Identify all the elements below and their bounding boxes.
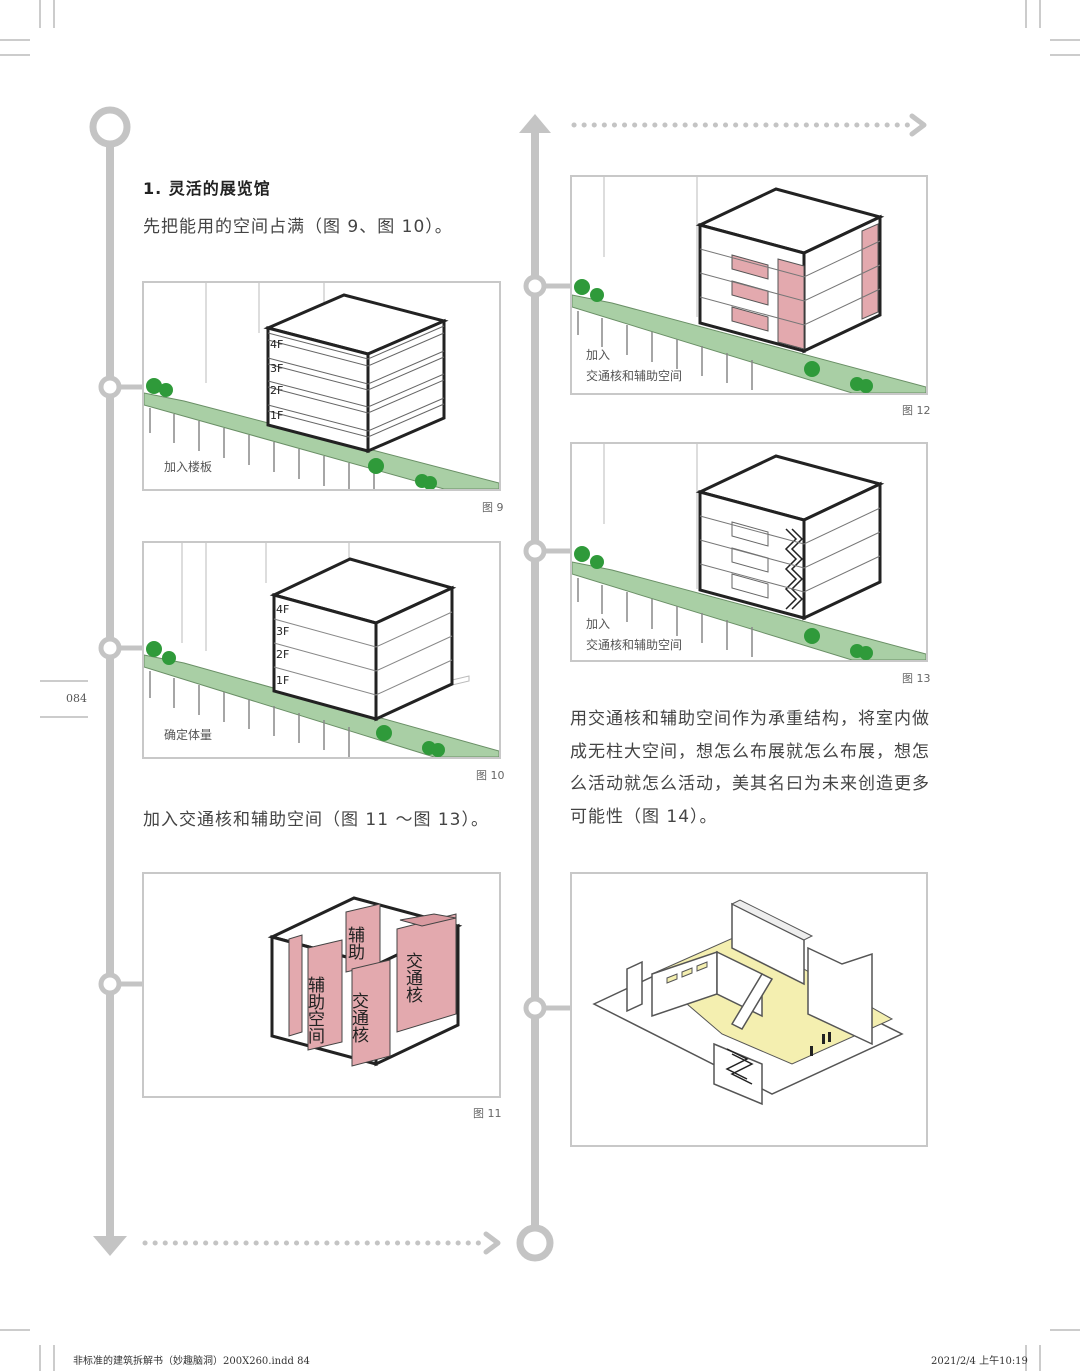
paragraph-line-1: 用交通核和辅助空间作为承重结构，将室内做 — [570, 709, 930, 729]
fig10-floor-4: 4F — [276, 603, 289, 616]
fig10-label: 确定体量 — [164, 727, 212, 742]
fig9-floor-3: 3F — [270, 362, 283, 375]
figure-11-drawing: 辅助空间 辅助 交通核 交通核 — [267, 896, 463, 1067]
figure-14 — [570, 872, 928, 1147]
figure-10: 4F 3F 2F 1F 确定体量 — [142, 541, 501, 759]
figure-12: 加入 交通核和辅助空间 — [570, 175, 928, 395]
fig11-aux-top: 辅助 — [344, 926, 365, 961]
page-number: 084 — [66, 692, 87, 705]
figure-11: 辅助空间 辅助 交通核 交通核 — [142, 872, 501, 1098]
figure-13-drawing: 加入 交通核和辅助空间 — [572, 444, 926, 660]
fig9-label: 加入楼板 — [164, 459, 212, 474]
fig11-core-back: 交通核 — [402, 952, 423, 1003]
fig13-label-line2: 交通核和辅助空间 — [586, 637, 682, 652]
fig9-floor-2: 2F — [270, 384, 283, 397]
footer-file-info: 非标准的建筑拆解书（妙趣脑洞）200X260.indd 84 — [73, 1356, 310, 1367]
figure-12-drawing: 加入 交通核和辅助空间 — [572, 177, 926, 393]
paragraph-line-2: 成无柱大空间，想怎么布展就怎么布展，想怎 — [570, 741, 930, 762]
right-paragraph: 用交通核和辅助空间作为承重结构，将室内做 成无柱大空间，想怎么布展就怎么布展，想… — [570, 703, 940, 833]
fig11-core-front: 交通核 — [348, 992, 369, 1043]
fig10-floor-3: 3F — [276, 625, 289, 638]
fig9-floor-1: 1F — [270, 409, 283, 422]
section-heading: 1. 灵活的展览馆 — [143, 179, 271, 198]
figure-14-drawing — [592, 899, 904, 1106]
fig10-floor-1: 1F — [276, 674, 289, 687]
paragraph-line-4: 可能性（图 14）。 — [570, 806, 718, 827]
figure-13-caption: 图 13 — [902, 672, 931, 685]
intro-text: 先把能用的空间占满（图 9、图 10）。 — [143, 217, 453, 237]
fig13-label-line1: 加入 — [586, 617, 610, 631]
fig12-label-line2: 交通核和辅助空间 — [586, 368, 682, 383]
figure-12-caption: 图 12 — [902, 404, 931, 417]
figure-11-caption: 图 11 — [473, 1107, 502, 1120]
figure-10-caption: 图 10 — [476, 769, 505, 782]
mid-text: 加入交通核和辅助空间（图 11 ～图 13）。 — [143, 810, 489, 830]
fig9-floor-4: 4F — [270, 338, 283, 351]
fig12-label-line1: 加入 — [586, 348, 610, 362]
fig10-floor-2: 2F — [276, 648, 289, 661]
footer-timestamp: 2021/2/4 上午10:19 — [931, 1356, 1028, 1367]
fig11-aux-left: 辅助空间 — [304, 976, 325, 1045]
paragraph-line-3: 么活动就怎么活动，美其名曰为未来创造更多 — [570, 774, 930, 794]
figure-9: 4F 3F 2F 1F 加入楼板 — [142, 281, 501, 491]
figure-13: 加入 交通核和辅助空间 — [570, 442, 928, 662]
figure-10-drawing: 4F 3F 2F 1F 确定体量 — [144, 543, 499, 757]
figure-9-caption: 图 9 — [482, 501, 504, 514]
figure-9-drawing: 4F 3F 2F 1F 加入楼板 — [144, 283, 499, 489]
